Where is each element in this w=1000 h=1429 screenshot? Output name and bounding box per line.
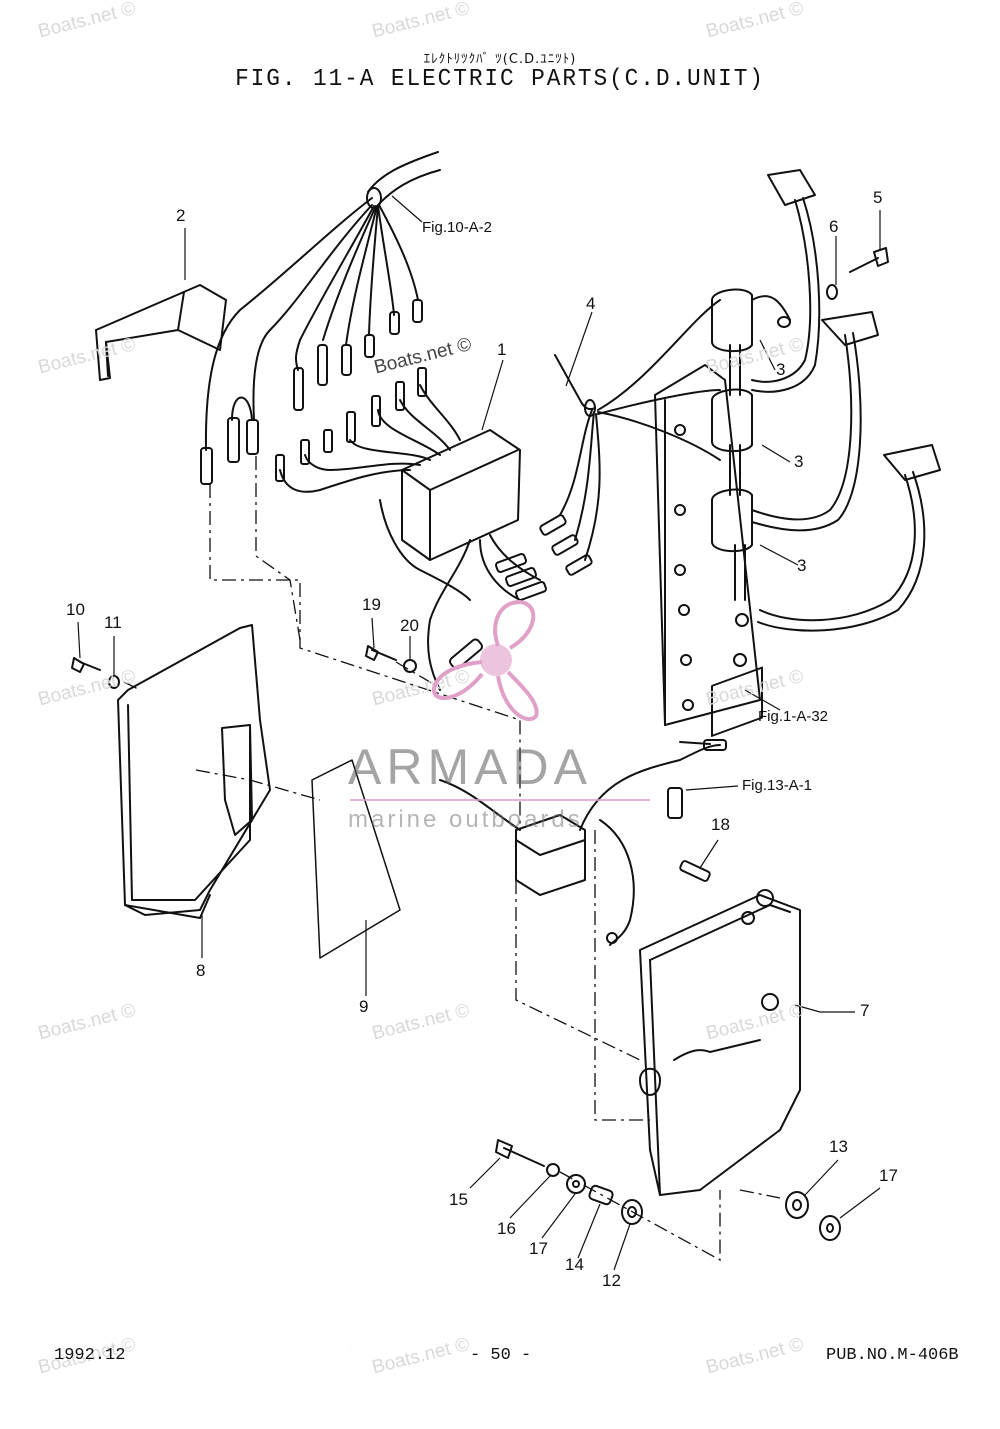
grommet-part-12 [621,1199,643,1225]
callout-14: 14 [565,1255,584,1274]
insulator-sheet-part-9 [311,759,401,959]
callout-17-right: 17 [879,1166,898,1185]
coil-mounting-plate [654,364,761,726]
bolt-part-15 [495,1139,545,1167]
callout-5: 5 [873,188,883,207]
callout-18: 18 [711,815,730,834]
callout-19: 19 [362,595,381,614]
ignition-coils-part-3 [711,169,941,632]
callout-8: 8 [196,961,206,980]
collar-part-18 [679,860,711,882]
assembly-lines [123,456,781,1262]
cd-bracket-part-7 [639,666,801,1196]
washer-part-16 [546,1163,560,1177]
grommet-part-13 [785,1191,809,1219]
callout-13: 13 [829,1137,848,1156]
washer-part-17b [819,1215,841,1241]
ref-fig-10-a-2: Fig.10-A-2 [422,219,493,236]
callout-3-top: 3 [776,360,786,379]
callout-4: 4 [586,294,596,313]
collar-part-14 [588,1184,614,1206]
callout-20: 20 [400,616,419,635]
bracket-part-2 [95,284,227,381]
footer-date: 1992.12 [54,1346,126,1365]
callout-3-middle: 3 [794,452,804,471]
wire-part-4 [539,299,721,576]
washer-part-20 [403,659,417,673]
title-japanese: ｴﾚｸﾄﾘﾂｸﾊﾞ ﾂ(C.D.ﾕﾆﾂﾄ) [423,52,577,67]
page-number: - 50 - [470,1346,532,1365]
ref-fig-13-a-1: Fig.13-A-1 [742,777,813,794]
callout-2: 2 [176,206,186,225]
screw-part-5 [849,247,889,273]
callout-17-left: 17 [529,1239,548,1258]
callout-3-bottom: 3 [797,556,807,575]
callout-12: 12 [602,1271,621,1290]
washer-part-6 [826,284,838,300]
callout-16: 16 [497,1219,516,1238]
brand-sub-watermark: marine outboards [348,806,583,833]
publication-number: PUB.NO.M-406B [826,1346,959,1365]
callout-9: 9 [359,997,369,1016]
callout-15: 15 [449,1190,468,1209]
ref-fig-1-a-32: Fig.1-A-32 [758,708,829,725]
cdi-unit-part-1 [275,367,547,691]
screw-part-19 [365,645,397,661]
callout-6: 6 [829,217,839,236]
callout-7: 7 [860,1001,870,1020]
callout-11: 11 [104,613,122,632]
washer-part-17a [566,1174,586,1194]
callout-1: 1 [497,340,507,359]
cover-part-8 [117,624,271,919]
brand-underline [350,799,650,801]
leader-lines [77,195,881,1271]
figure-title: FIG. 11-A ELECTRIC PARTS(C.D.UNIT) [235,66,765,93]
brand-watermark: ARMADA [348,739,592,795]
wire-harness [200,151,441,485]
callout-10: 10 [66,600,85,619]
screw-part-10 [71,657,101,673]
propeller-logo-icon [432,599,539,722]
